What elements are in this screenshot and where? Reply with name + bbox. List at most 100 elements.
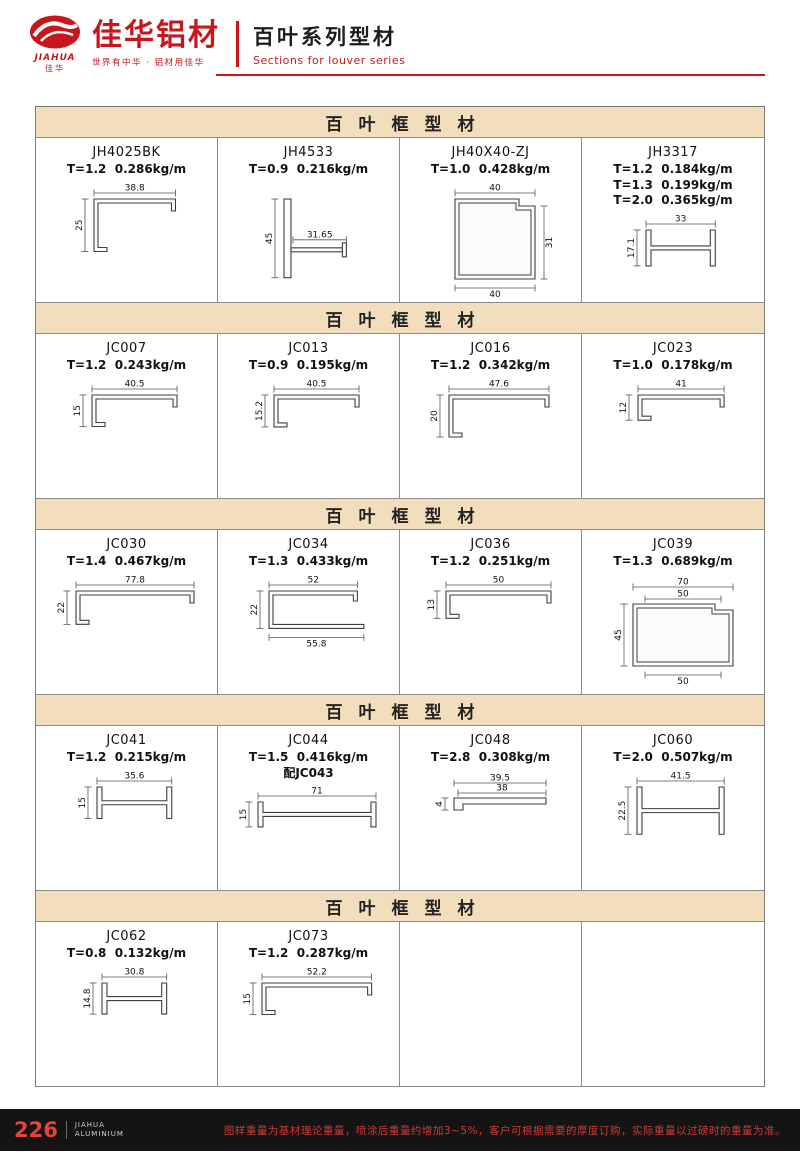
svg-text:47.6: 47.6	[488, 380, 508, 390]
profile-spec-line: T=2.8 0.308kg/m	[430, 750, 551, 764]
svg-text:40: 40	[489, 290, 501, 299]
svg-text:20: 20	[430, 410, 440, 422]
profile-specs: T=1.2 0.342kg/m	[400, 358, 581, 374]
profile-code: JC073	[288, 929, 329, 944]
header: JIAHUA 佳华 佳华铝材 世界有中华 · 铝材用佳华 百叶系列型材 Sect…	[26, 12, 765, 76]
footer-brand: JIAHUA ALUMINIUM	[65, 1120, 124, 1140]
profile-spec-line: T=1.0 0.428kg/m	[430, 162, 551, 176]
svg-text:52.2: 52.2	[306, 968, 326, 978]
profile-specs: T=1.3 0.689kg/m	[582, 554, 764, 570]
profile-spec-line: T=1.2 0.342kg/m	[430, 358, 551, 372]
profile-specs: T=0.8 0.132kg/m	[36, 946, 217, 962]
brand-tagline: 世界有中华 · 铝材用佳华	[92, 57, 205, 68]
section-banner-2: 百叶框型材	[36, 303, 764, 334]
header-divider	[236, 21, 239, 67]
svg-text:71: 71	[311, 787, 322, 796]
profile-code: JC013	[288, 341, 329, 356]
svg-text:22.5: 22.5	[618, 800, 628, 820]
profile-spec-line: T=1.2 0.243kg/m	[66, 358, 187, 372]
profile-specs: T=2.8 0.308kg/m	[400, 750, 581, 766]
svg-text:38: 38	[496, 783, 508, 793]
profile-drawing-svg: 52.2 15	[243, 968, 372, 1015]
profile-spec-line: T=1.2 0.286kg/m	[66, 162, 187, 176]
svg-text:30.8: 30.8	[124, 968, 144, 978]
profile-specs: T=0.9 0.216kg/m	[218, 162, 399, 178]
profile-specs: T=1.0 0.178kg/m	[582, 358, 764, 374]
profile-code: JH40X40-ZJ	[451, 145, 530, 160]
profile-specs: T=1.2 0.287kg/m	[218, 946, 399, 962]
section-banner-3: 百叶框型材	[36, 499, 764, 530]
svg-text:15: 15	[243, 993, 253, 1004]
profile-spec-line: T=0.8 0.132kg/m	[66, 946, 187, 960]
svg-text:4: 4	[435, 800, 445, 806]
profile-spec-line: T=0.9 0.195kg/m	[248, 358, 369, 372]
brand-block: 佳华铝材 世界有中华 · 铝材用佳华	[92, 20, 220, 68]
svg-text:45: 45	[265, 232, 275, 243]
profile-code: JH4533	[283, 145, 334, 160]
profile-spec-line: T=1.5 0.416kg/m	[248, 750, 369, 764]
profile-spec-line: T=1.2 0.184kg/m	[613, 162, 733, 176]
profile-specs: T=1.2 0.243kg/m	[36, 358, 217, 374]
profile-specs: T=1.3 0.433kg/m	[218, 554, 399, 570]
svg-text:41.5: 41.5	[671, 772, 691, 782]
profile-drawing-svg: 3317.1	[627, 215, 717, 267]
svg-text:40.5: 40.5	[124, 380, 144, 390]
empty-cell	[400, 922, 582, 1086]
svg-text:50: 50	[677, 677, 689, 686]
profile-drawing: 47.6 20	[400, 380, 581, 443]
profile-code: JC062	[106, 929, 147, 944]
svg-text:14.8: 14.8	[83, 988, 93, 1008]
profile-code: JC060	[652, 733, 694, 748]
brand-name: 佳华铝材	[92, 18, 220, 54]
logo: JIAHUA 佳华	[26, 14, 84, 74]
svg-text:13: 13	[427, 599, 437, 610]
profile-drawing: 41.5 22.5	[582, 772, 764, 840]
logo-subtext: 佳华	[45, 64, 65, 73]
profile-code: JC007	[106, 341, 147, 356]
svg-text:45: 45	[614, 629, 624, 640]
empty-cell	[582, 922, 764, 1086]
profile-drawing-svg: 47.6 20	[430, 380, 550, 438]
footer-note: 图样重量为基材理论重量，喷涂后重量约增加3~5%，客户可根据需要的厚度订购，实际…	[223, 1124, 786, 1137]
svg-text:35.6: 35.6	[124, 772, 144, 782]
svg-text:25: 25	[75, 219, 85, 230]
profile-code: JC036	[470, 537, 511, 552]
profile-drawing-svg: 35.615	[78, 772, 173, 819]
profile-spec-line: T=1.3 0.199kg/m	[613, 177, 733, 192]
section-banner-4: 百叶框型材	[36, 695, 764, 726]
profile-drawing: 50 13	[400, 576, 581, 624]
svg-text:50: 50	[493, 576, 505, 585]
profile-code: JH3317	[648, 145, 698, 160]
svg-text:40.5: 40.5	[306, 380, 326, 389]
profile-code: JC041	[106, 733, 147, 748]
profile-spec-line: T=0.9 0.216kg/m	[248, 162, 369, 176]
profile-spec-line: T=1.2 0.287kg/m	[248, 946, 369, 960]
svg-text:41: 41	[675, 380, 686, 389]
profile-code: JC048	[470, 733, 511, 748]
svg-text:55.8: 55.8	[306, 639, 326, 648]
profile-specs: T=1.2 0.215kg/m	[36, 750, 217, 766]
svg-text:52: 52	[308, 576, 319, 585]
svg-text:50: 50	[677, 589, 689, 599]
